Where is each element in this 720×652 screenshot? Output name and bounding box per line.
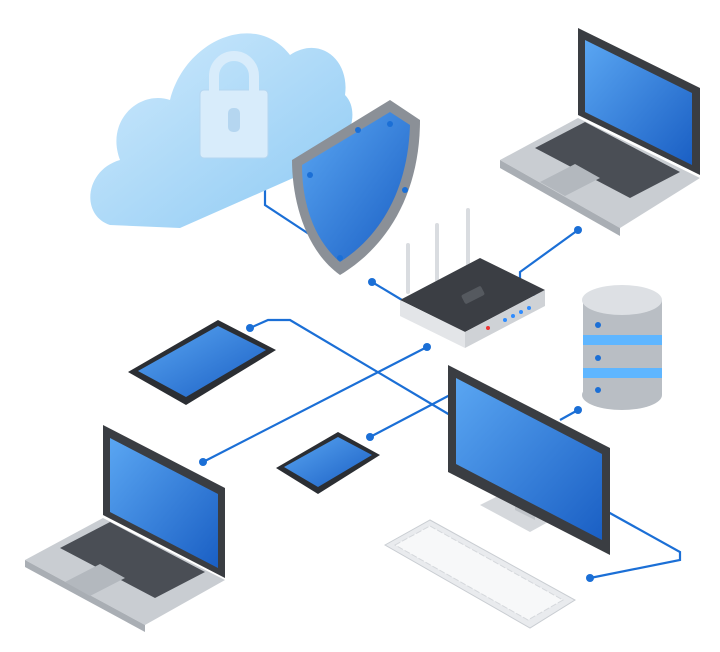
laptop-icon-top-right (500, 28, 700, 236)
link-shield-router (371, 281, 403, 301)
keyboard-icon (383, 519, 576, 629)
link-tablet-monitor (249, 318, 451, 416)
link-phone-monitor (369, 394, 451, 438)
smartphone-icon (276, 432, 380, 494)
router-icon (400, 208, 545, 348)
cloud-lock-icon (90, 33, 353, 228)
database-icon (582, 285, 662, 410)
link-monitor-keyboard (589, 511, 682, 580)
laptop-icon-bottom-left (25, 425, 225, 632)
link-nodes (199, 148, 594, 582)
shield-icon (292, 100, 420, 275)
tablet-icon (128, 320, 276, 405)
monitor-icon (448, 365, 610, 555)
link-laptop-router (202, 346, 428, 463)
